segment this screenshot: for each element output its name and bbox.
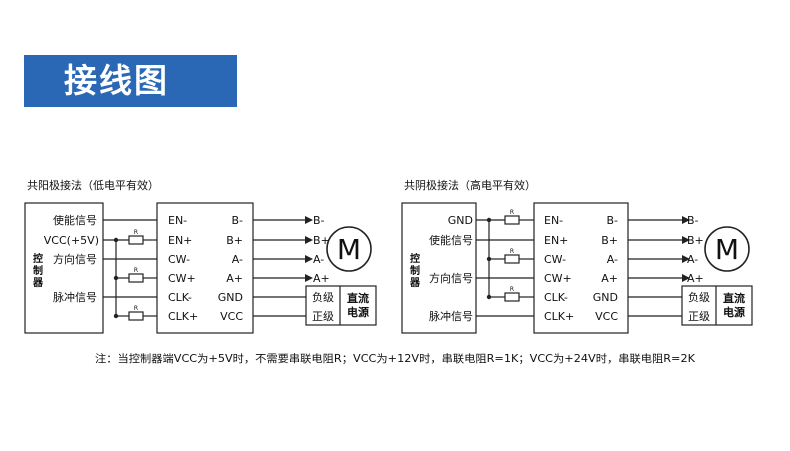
right-motor-lead-b-minus: B- (687, 214, 699, 227)
right-signal-enable: 使能信号 (429, 233, 473, 247)
left-power-pos: 正级 (312, 310, 334, 323)
right-power-neg: 负级 (688, 290, 710, 304)
left-pin-vcc: VCC (220, 310, 243, 323)
left-signal-dir: 方向信号 (53, 252, 97, 266)
left-driver-box (156, 202, 254, 334)
right-controller-char-1: 控 (410, 252, 420, 265)
left-motor-lead-a-minus: A- (313, 253, 324, 266)
left-pin-cw-plus: CW+ (168, 272, 196, 285)
left-resistor-label-2: R (134, 267, 138, 274)
right-pin-a-plus: A+ (601, 272, 618, 285)
right-motor-lead-b-plus: B+ (687, 234, 704, 247)
right-signal-gnd: GND (448, 214, 473, 227)
left-pin-gnd: GND (218, 291, 243, 304)
right-power-box (681, 285, 753, 326)
left-pin-a-plus: A+ (226, 272, 243, 285)
right-power-name-1: 直流 (723, 291, 745, 305)
right-motor-lead-a-plus: A+ (687, 272, 704, 285)
left-pin-a-minus: A- (232, 253, 243, 266)
right-motor-symbol: M (715, 233, 739, 266)
left-signal-vcc: VCC(+5V) (44, 234, 99, 247)
right-pin-en-plus: EN+ (544, 234, 568, 247)
left-signal-enable: 使能信号 (53, 213, 97, 227)
right-pin-a-minus: A- (607, 253, 618, 266)
right-pin-b-minus: B- (606, 214, 618, 227)
left-pin-b-minus: B- (231, 214, 243, 227)
right-motor-lead-a-minus: A- (687, 253, 698, 266)
right-pin-cw-plus: CW+ (544, 272, 572, 285)
left-pin-en-plus: EN+ (168, 234, 192, 247)
left-motor-lead-a-plus: A+ (313, 272, 330, 285)
left-controller-char-3: 器 (32, 277, 44, 289)
left-controller-char-2: 制 (33, 264, 43, 277)
left-power-box (305, 285, 377, 326)
right-resistor-label-3: R (510, 286, 514, 293)
right-pin-clk-plus: CLK+ (544, 310, 574, 323)
left-power-name-2: 电源 (347, 305, 369, 319)
left-controller-char-1: 控 (33, 252, 43, 265)
right-controller-box (401, 202, 477, 334)
right-signal-dir: 方向信号 (429, 271, 473, 285)
right-pin-gnd: GND (593, 291, 618, 304)
right-pin-b-plus: B+ (601, 234, 618, 247)
left-pin-en-minus: EN- (168, 214, 187, 227)
right-resistor-label-1: R (510, 209, 514, 216)
right-power-pos: 正级 (688, 310, 710, 323)
right-pin-clk-minus: CLK- (544, 291, 568, 304)
left-motor-symbol: M (337, 233, 361, 266)
page-title: 接线图 (64, 61, 169, 100)
right-power-name-2: 电源 (723, 305, 745, 319)
right-heading: 共阴极接法（高电平有效） (404, 178, 536, 192)
right-pin-en-minus: EN- (544, 214, 563, 227)
right-motor (704, 226, 750, 272)
left-signal-pulse: 脉冲信号 (53, 290, 97, 304)
title-banner: 接线图 (24, 55, 237, 107)
right-resistor-label-2: R (510, 248, 514, 255)
right-signal-pulse: 脉冲信号 (429, 309, 473, 323)
left-controller-box (24, 202, 104, 334)
left-pin-b-plus: B+ (226, 234, 243, 247)
right-pin-cw-minus: CW- (544, 253, 566, 266)
left-resistor-label-3: R (134, 305, 138, 312)
left-heading: 共阳极接法（低电平有效） (27, 178, 159, 192)
left-pin-clk-minus: CLK- (168, 291, 192, 304)
left-motor-lead-b-minus: B- (313, 214, 325, 227)
right-driver-box (533, 202, 629, 334)
left-resistor-label-1: R (134, 229, 138, 236)
left-pin-clk-plus: CLK+ (168, 310, 198, 323)
left-power-neg: 负级 (312, 290, 334, 304)
right-controller-char-2: 制 (410, 264, 420, 277)
right-controller-char-3: 器 (409, 277, 421, 289)
left-power-name-1: 直流 (347, 291, 369, 305)
left-pin-cw-minus: CW- (168, 253, 190, 266)
left-motor (326, 226, 372, 272)
right-pin-vcc: VCC (595, 310, 618, 323)
note-text: 注：当控制器端VCC为+5V时，不需要串联电阻R；VCC为+12V时，串联电阻R… (95, 352, 696, 365)
left-motor-lead-b-plus: B+ (313, 234, 330, 247)
